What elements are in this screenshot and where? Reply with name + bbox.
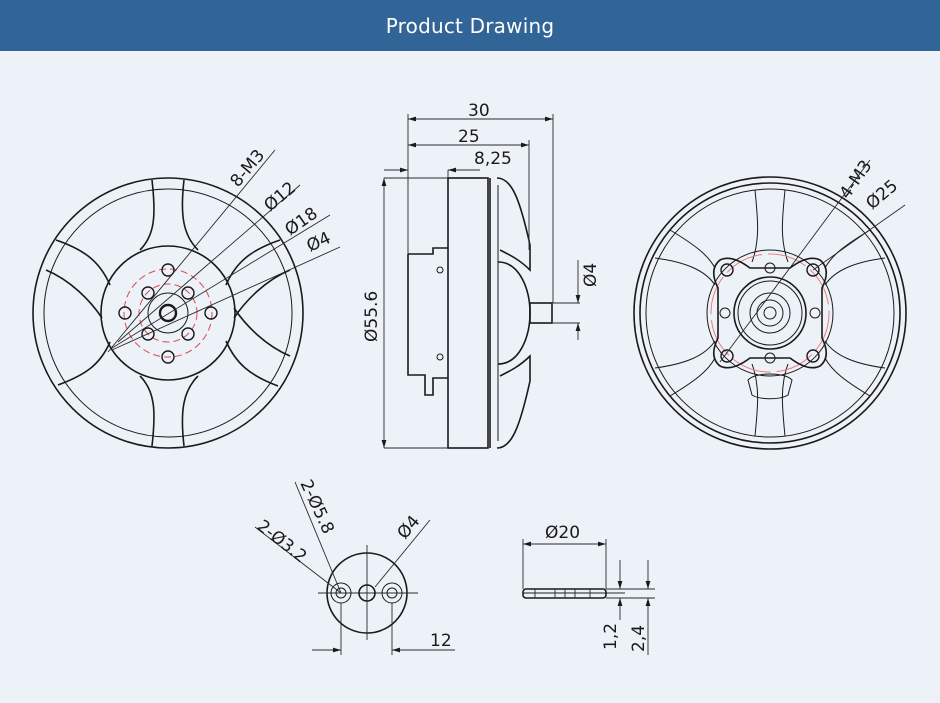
front-holes-label: 8-M3 [227,146,270,191]
adapter-small-holes-label: 2-Ø3.2 [253,516,311,567]
drawing-canvas: 8-M3 Ø12 Ø18 Ø4 [0,51,940,703]
side-view: 30 25 8,25 Ø55.6 Ø4 [362,101,601,449]
page-header: Product Drawing [0,0,940,51]
front-d4-label: Ø4 [304,228,334,256]
side-diameter: Ø55.6 [362,291,382,342]
washer-diameter-label: Ø20 [545,523,580,543]
rear-d25-label: Ø25 [862,176,902,214]
adapter-spacing-label: 12 [430,631,452,651]
adapter-counterbore-label: 2-Ø5.8 [295,477,337,537]
front-view: 8-M3 Ø12 Ø18 Ø4 [32,146,341,449]
prop-adapter-view: 2-Ø3.2 2-Ø5.8 Ø4 12 [253,477,455,655]
adapter-center-label: Ø4 [394,512,425,543]
washer-thickness-1-label: 1,2 [601,623,621,650]
side-offset: 8,25 [474,149,512,169]
product-drawing-svg: 8-M3 Ø12 Ø18 Ø4 [32,101,907,655]
washer-view: Ø20 1,2 2,4 [522,523,655,655]
side-body-length: 25 [458,127,480,147]
side-overall-length: 30 [468,101,490,121]
front-d12-label: Ø12 [260,178,300,216]
rear-view: 4-M3 Ø25 [633,157,907,450]
washer-thickness-2-label: 2,4 [629,625,649,652]
page-title: Product Drawing [385,13,555,38]
side-shaft-diameter: Ø4 [581,263,601,287]
